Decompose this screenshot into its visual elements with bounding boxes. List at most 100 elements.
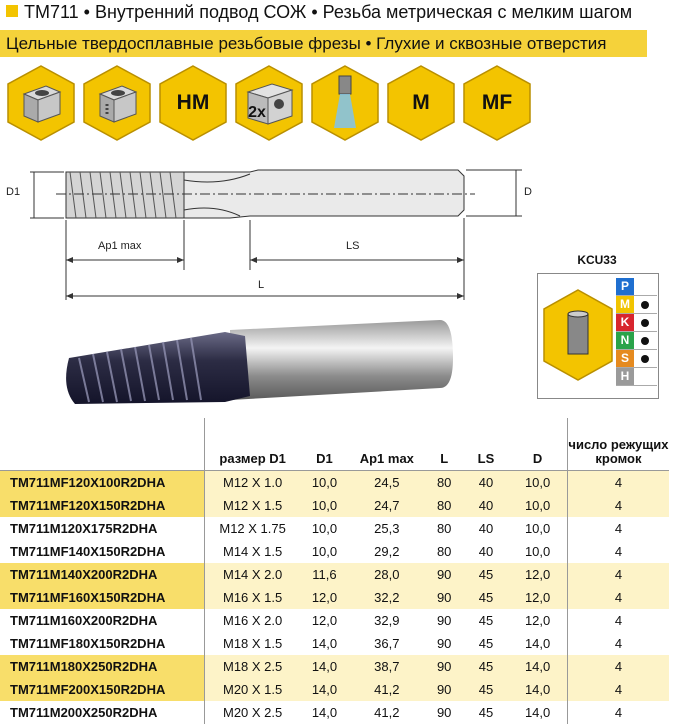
table-cell: 28,0 bbox=[349, 563, 425, 586]
table-cell: 4 bbox=[567, 540, 669, 563]
table-cell: 38,7 bbox=[349, 655, 425, 678]
material-row-n: N bbox=[616, 332, 657, 350]
product-code-cell: TM711MF140X150R2DHA bbox=[0, 540, 205, 563]
metric-fine-icon-label: MF bbox=[462, 64, 532, 142]
table-cell: 4 bbox=[567, 563, 669, 586]
table-cell: M18 X 1.5 bbox=[205, 632, 300, 655]
table-cell: M12 X 1.75 bbox=[205, 517, 300, 540]
table-cell: 4 bbox=[567, 655, 669, 678]
grade-panel: KCU33 P M K N S H bbox=[537, 253, 661, 403]
blind-hole-thread-icon bbox=[6, 64, 76, 142]
material-row-k: K bbox=[616, 314, 657, 332]
material-letter: P bbox=[616, 278, 634, 295]
table-cell: M16 X 1.5 bbox=[205, 586, 300, 609]
col-header-size: размер D1 bbox=[205, 418, 300, 471]
table-cell: 45 bbox=[464, 609, 509, 632]
table-cell: 14,0 bbox=[508, 632, 567, 655]
table-cell: 36,7 bbox=[349, 632, 425, 655]
table-cell: 80 bbox=[425, 540, 464, 563]
material-letter: M bbox=[616, 296, 634, 313]
table-cell: 4 bbox=[567, 701, 669, 724]
coolant-icon bbox=[310, 64, 380, 142]
col-header-l: L bbox=[425, 418, 464, 471]
table-cell: 14,0 bbox=[300, 701, 349, 724]
tool-rendering bbox=[55, 318, 455, 413]
table-cell: 4 bbox=[567, 471, 669, 495]
grade-hex-icon bbox=[540, 276, 618, 396]
table-cell: 41,2 bbox=[349, 678, 425, 701]
table-cell: 32,9 bbox=[349, 609, 425, 632]
product-code-cell: TM711MF180X150R2DHA bbox=[0, 632, 205, 655]
table-cell: 14,0 bbox=[300, 655, 349, 678]
table-cell: 80 bbox=[425, 471, 464, 495]
product-code-cell: TM711M180X250R2DHA bbox=[0, 655, 205, 678]
two-x-label: 2x bbox=[222, 74, 292, 152]
two-x-depth-icon: 2x bbox=[234, 64, 304, 142]
product-code-cell: TM711M200X250R2DHA bbox=[0, 701, 205, 724]
table-cell: 90 bbox=[425, 632, 464, 655]
material-dot bbox=[641, 301, 649, 309]
dim-ap1-label: Ap1 max bbox=[98, 240, 141, 252]
material-letter: S bbox=[616, 350, 634, 367]
table-cell: 24,7 bbox=[349, 494, 425, 517]
table-cell: 90 bbox=[425, 655, 464, 678]
table-cell: 10,0 bbox=[508, 494, 567, 517]
page-title-text: TM711 • Внутренний подвод СОЖ • Резьба м… bbox=[24, 2, 632, 22]
table-cell: 45 bbox=[464, 701, 509, 724]
table-cell: M18 X 2.5 bbox=[205, 655, 300, 678]
table-cell: 41,2 bbox=[349, 701, 425, 724]
page-subtitle: Цельные твердосплавные резьбовые фрезы •… bbox=[0, 30, 647, 57]
material-dot bbox=[641, 319, 649, 327]
table-cell: 14,0 bbox=[508, 655, 567, 678]
table-cell: 45 bbox=[464, 586, 509, 609]
tool-outline-drawing bbox=[0, 160, 540, 310]
table-cell: 4 bbox=[567, 678, 669, 701]
product-code-cell: TM711MF120X100R2DHA bbox=[0, 471, 205, 495]
col-header-d1: D1 bbox=[300, 418, 349, 471]
metric-fine-icon: MF bbox=[462, 64, 532, 142]
table-cell: 90 bbox=[425, 586, 464, 609]
material-letter: K bbox=[616, 314, 634, 331]
table-cell: 40 bbox=[464, 517, 509, 540]
material-dot bbox=[641, 337, 649, 345]
material-letter: N bbox=[616, 332, 634, 349]
table-cell: M14 X 2.0 bbox=[205, 563, 300, 586]
metric-icon-label: M bbox=[386, 64, 456, 142]
hm-icon: HM bbox=[158, 64, 228, 142]
table-cell: 12,0 bbox=[508, 563, 567, 586]
product-code-cell: TM711M160X200R2DHA bbox=[0, 609, 205, 632]
col-header-ap1: Ap1 max bbox=[349, 418, 425, 471]
dim-d1-label: D1 bbox=[6, 186, 20, 198]
dim-d-label: D bbox=[524, 186, 532, 198]
table-cell: 90 bbox=[425, 678, 464, 701]
title-bullet bbox=[6, 5, 18, 17]
table-cell: M20 X 1.5 bbox=[205, 678, 300, 701]
table-cell: 29,2 bbox=[349, 540, 425, 563]
table-cell: 14,0 bbox=[508, 701, 567, 724]
table-cell: 45 bbox=[464, 632, 509, 655]
table-cell: 4 bbox=[567, 609, 669, 632]
product-code-cell: TM711M140X200R2DHA bbox=[0, 563, 205, 586]
table-cell: M14 X 1.5 bbox=[205, 540, 300, 563]
grade-name: KCU33 bbox=[537, 253, 657, 267]
table-cell: 40 bbox=[464, 471, 509, 495]
table-cell: 12,0 bbox=[508, 586, 567, 609]
table-cell: 45 bbox=[464, 678, 509, 701]
col-header-edges: число режущих кромок bbox=[567, 418, 669, 471]
table-cell: 32,2 bbox=[349, 586, 425, 609]
product-code-cell: TM711M120X175R2DHA bbox=[0, 517, 205, 540]
table-cell: M20 X 2.5 bbox=[205, 701, 300, 724]
table-cell: 14,0 bbox=[300, 678, 349, 701]
material-row-p: P bbox=[616, 278, 657, 296]
dim-ls-label: LS bbox=[346, 240, 359, 252]
col-header-code bbox=[0, 418, 205, 471]
table-cell: 12,0 bbox=[300, 586, 349, 609]
material-letter: H bbox=[616, 368, 634, 385]
